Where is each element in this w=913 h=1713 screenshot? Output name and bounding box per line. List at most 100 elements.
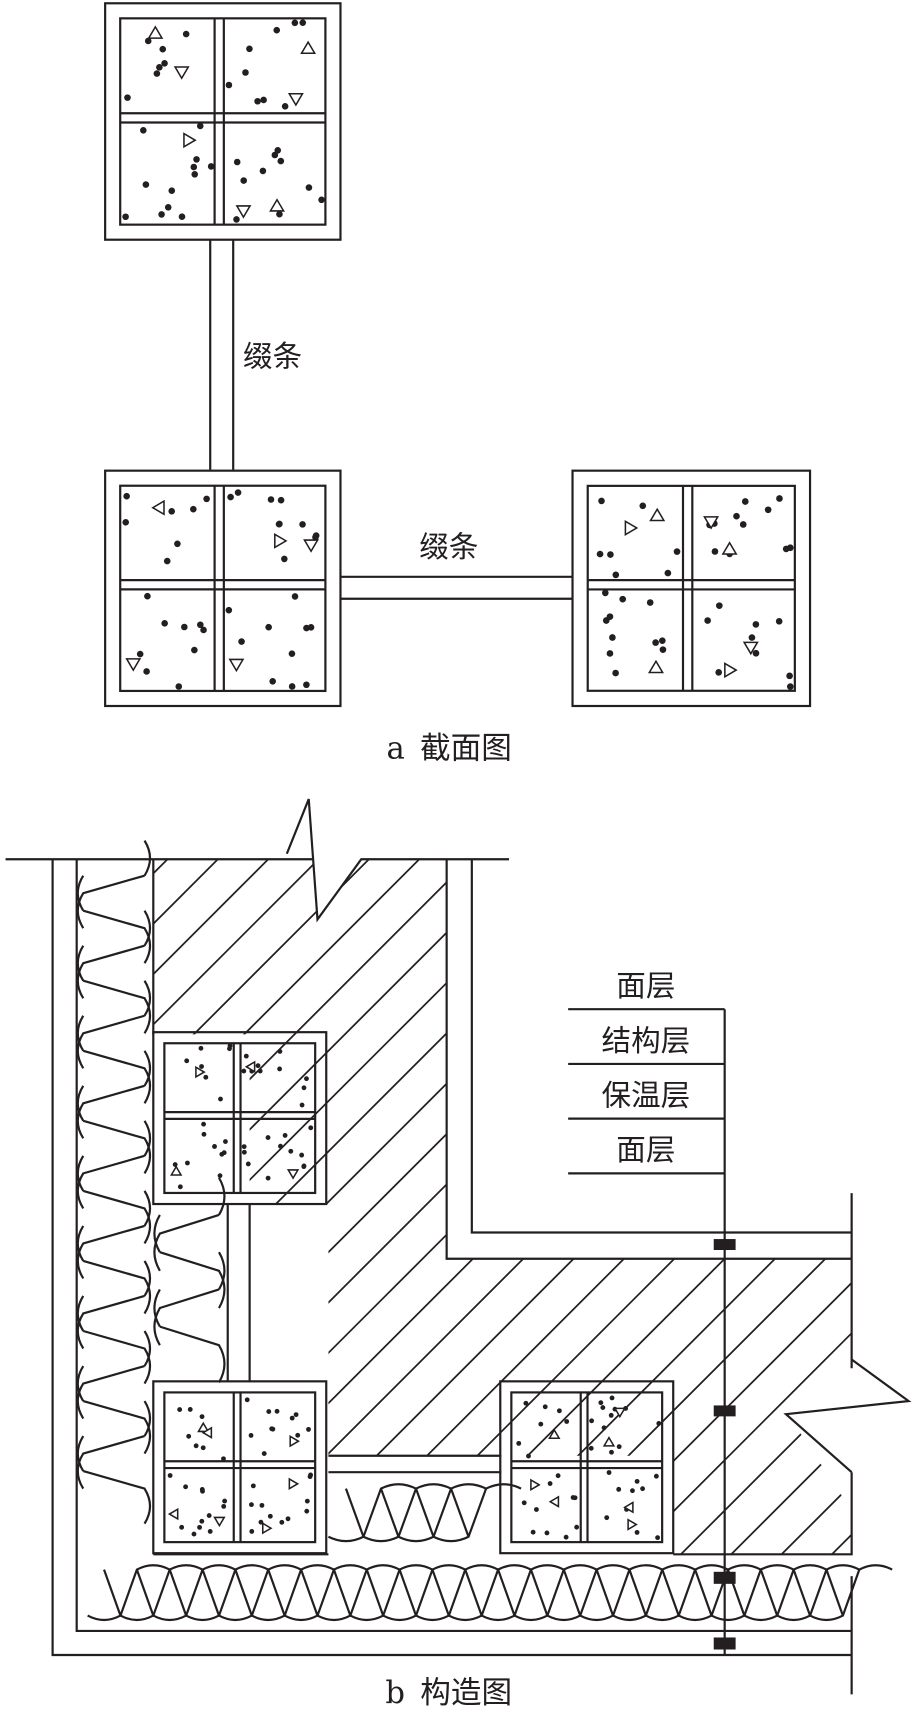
aggregate-dot [640,1486,646,1492]
aggregate-dot [225,81,233,89]
aggregate-dot [167,1473,173,1478]
aggregate-triangle [170,1165,183,1176]
aggregate-dot [245,1161,251,1167]
aggregate-dot [598,1400,604,1406]
aggregate-triangle [647,659,664,674]
insulation-coil-loop [251,1564,335,1622]
insulation-small-vertical [153,1177,226,1383]
insulation-coil-loop [76,1225,85,1262]
column-outer-frame [152,1031,328,1206]
aggregate-dot [223,1139,228,1144]
aggregate-dot [276,520,283,528]
insulation-coil-loop [143,840,152,877]
insulation-coil-loop [76,1155,85,1192]
insulation-coil-loop [234,1569,253,1616]
aggregate-dot [589,1418,595,1424]
aggregate-dot [191,1531,197,1537]
hatch-line [153,859,715,1555]
aggregate-dot [764,506,772,514]
insulation-coil-loop [711,1564,795,1622]
aggregate-dot [238,638,245,645]
aggregate-dot [144,592,151,600]
insulation-coil-loop [76,875,85,912]
aggregate-dot [600,1405,606,1410]
insulation-middle [327,1483,522,1543]
aggregate-dot [601,1425,607,1431]
aggregate-dot [199,1414,205,1420]
caption-b-text: 构造图 [420,1676,512,1711]
aggregate-dot [288,1148,294,1154]
aggregate-dot [281,103,289,110]
hatch-line [153,859,413,1555]
aggregate-dot [218,1096,223,1102]
aggregate-dot [534,1507,539,1512]
aggregate-dot [716,602,723,609]
break-line-top [285,798,510,923]
leader-marker-face-inner [713,1239,736,1250]
aggregate-triangle [287,93,304,107]
aggregate-dot [282,1132,288,1138]
aggregate-dot [270,1426,276,1432]
caption-b-letter: b [385,1676,405,1711]
aggregate-dot [607,551,614,558]
aggregate-triangle [548,1428,561,1440]
insulation-coil-loop [76,1015,85,1052]
aggregate-dot [304,1076,309,1082]
aggregate-dot [301,1163,307,1169]
aggregate-dot [168,187,176,194]
aggregate-dot [124,94,131,101]
aggregate-dot [207,163,215,170]
aggregate-dot [158,211,165,218]
insulation-coil-loop [300,1569,319,1616]
column-construction-lower-right [499,1380,675,1555]
layer-label-face-top: 面层 [616,969,675,1003]
column-section-bottom-right [571,469,812,708]
aggregate-dot [277,157,285,165]
aggregate-dot [606,613,614,620]
aggregate-dot [265,1135,271,1141]
insulation-coil-loop [82,1189,152,1245]
aggregate-dot [122,518,130,526]
aggregate-dot [658,637,666,644]
leader-marker-insulation [713,1571,736,1584]
aggregate-dot [153,70,161,77]
aggregate-dot [273,26,281,34]
aggregate-dot [225,606,233,614]
aggregate-dot [159,45,167,53]
aggregate-triangle [195,1065,206,1079]
caption-a-letter: a [386,732,404,767]
aggregate-dot [222,1498,228,1504]
hatch-line [153,859,513,1555]
aggregate-dot [144,37,152,45]
aggregate-dot [304,1498,310,1504]
aggregate-dot [291,593,299,600]
aggregate-dot [246,45,253,53]
aggregate-dot [199,1064,204,1069]
aggregate-dot [177,1184,183,1190]
aggregate-dot [630,1488,635,1494]
aggregate-dot [207,1529,213,1534]
aggregate-triangle [125,658,142,672]
aggregate-dot [161,620,168,627]
aggregate-dot [563,1534,569,1540]
aggregate-triangle [303,539,319,553]
aggregate-dot [299,521,306,528]
insulation-coil-loop [76,1435,145,1490]
aggregate-dot [190,163,198,171]
insulation-coil-loop [76,1154,145,1209]
aggregate-dot [704,617,711,624]
aggregate-dot [161,60,168,67]
aggregate-dot [741,498,749,505]
aggregate-dot [711,548,719,555]
aggregate-dot [572,1495,578,1501]
insulation-coil-loop [82,1329,152,1385]
aggregate-dot [748,634,756,641]
aggregate-triangle [201,1426,213,1439]
aggregate-dot [307,624,315,631]
column-outer-frame [104,2,342,241]
aggregate-dot [612,669,619,677]
aggregate-dot [122,213,129,221]
aggregate-dot [291,19,299,27]
aggregate-triangle [623,1501,634,1514]
